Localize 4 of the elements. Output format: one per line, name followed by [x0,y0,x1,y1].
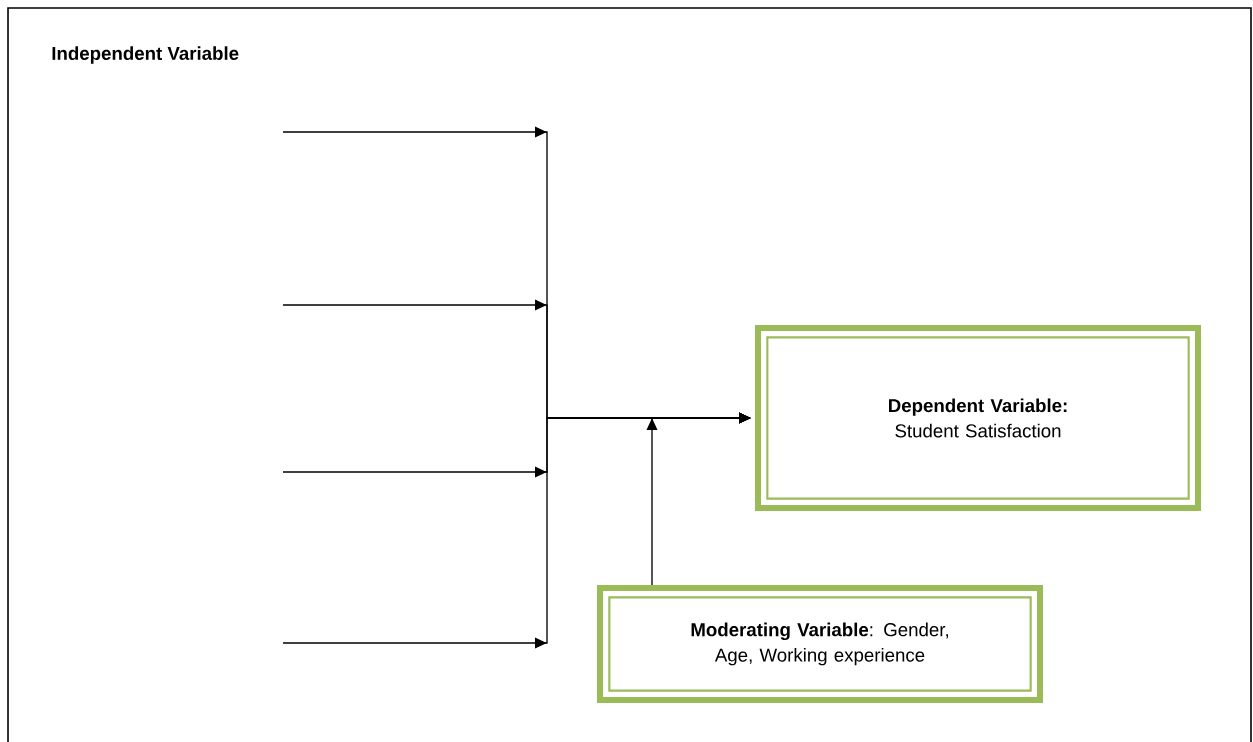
heading: Independent Variable [52,46,239,64]
variable-box: Moderating Variable: Gender, Age, Working experience [597,585,1043,703]
arrow [646,412,751,586]
variable-box: Dependent Variable: Student Satisfaction [755,325,1201,511]
